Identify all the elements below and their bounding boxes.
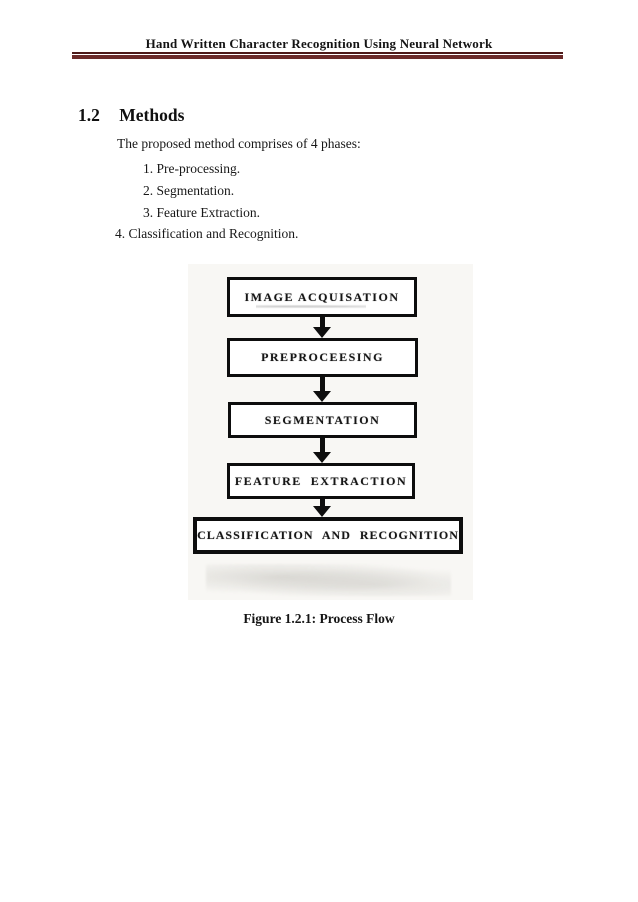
- arrow-head: [313, 391, 331, 402]
- process-flow-figure: IMAGE ACQUISATION PREPROCEESING SEGMENTA…: [188, 264, 473, 600]
- phase-list-item: 4. Classification and Recognition.: [115, 226, 299, 241]
- flow-step-label: CLASSIFICATION AND RECOGNITION: [197, 528, 459, 542]
- flow-step-classification-recognition: CLASSIFICATION AND RECOGNITION: [193, 517, 463, 554]
- flow-step-label: FEATURE EXTRACTION: [234, 473, 408, 488]
- header-rule-thin-line: [72, 52, 563, 54]
- arrow-head: [313, 506, 331, 517]
- section-heading: 1.2 Methods: [78, 105, 184, 126]
- phase-list-item: 1. Pre-processing.: [143, 161, 241, 176]
- scan-artifact: [256, 304, 366, 309]
- flow-step-label: SEGMENTATION: [264, 412, 381, 427]
- scan-artifact: [206, 564, 451, 596]
- phase-list-item: 3. Feature Extraction.: [143, 205, 260, 220]
- flow-step-preprocessing: PREPROCEESING: [227, 338, 418, 377]
- page-header-title: Hand Written Character Recognition Using…: [145, 36, 493, 51]
- arrow-down-icon: [313, 499, 331, 517]
- flow-step-image-acquisition: IMAGE ACQUISATION: [227, 277, 417, 317]
- arrow-down-icon: [313, 377, 331, 402]
- flow-step-label: IMAGE ACQUISATION: [244, 289, 400, 304]
- arrow-down-icon: [313, 438, 331, 463]
- header-rule-thick-line: [72, 55, 563, 59]
- figure-caption: Figure 1.2.1: Process Flow: [243, 611, 395, 626]
- flow-step-label: PREPROCEESING: [261, 350, 384, 364]
- arrow-shaft: [319, 377, 325, 391]
- flow-step-feature-extraction: FEATURE EXTRACTION: [227, 463, 415, 499]
- intro-paragraph: The proposed method comprises of 4 phase…: [117, 136, 361, 151]
- section-number: 1.2: [78, 105, 100, 125]
- arrow-head: [313, 452, 331, 463]
- arrow-shaft: [319, 317, 325, 327]
- flow-step-segmentation: SEGMENTATION: [228, 402, 417, 438]
- section-title: Methods: [119, 105, 185, 125]
- phase-list-item: 2. Segmentation.: [143, 183, 235, 198]
- arrow-down-icon: [313, 317, 331, 338]
- arrow-shaft: [319, 438, 325, 452]
- header-divider-rule: [72, 52, 563, 59]
- arrow-head: [313, 327, 331, 338]
- arrow-shaft: [319, 499, 325, 506]
